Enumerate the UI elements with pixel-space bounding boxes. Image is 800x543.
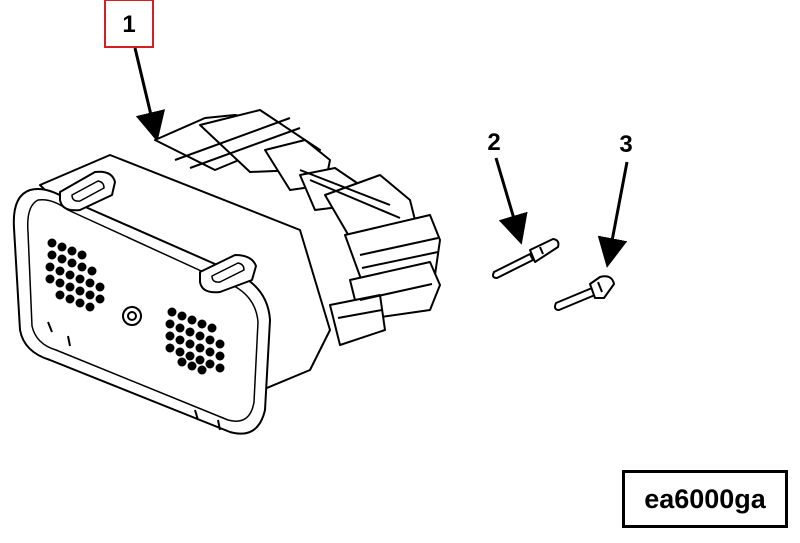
callout-3-label: 3	[619, 131, 632, 158]
cavity-array-left	[45, 238, 105, 312]
callout-2-leader	[494, 157, 528, 245]
connector-housing	[12, 109, 441, 435]
callout-1-leader	[133, 47, 166, 142]
socket-contact	[554, 275, 615, 311]
figure-code-label: ea6000ga	[622, 470, 788, 528]
callout-1-highlight-box	[104, 0, 154, 48]
pin-contact	[492, 238, 560, 279]
callout-1-label: 1	[122, 11, 135, 38]
callout-2-label: 2	[487, 129, 500, 156]
cavity-array-right	[165, 307, 225, 375]
callout-3-leader	[597, 161, 629, 268]
